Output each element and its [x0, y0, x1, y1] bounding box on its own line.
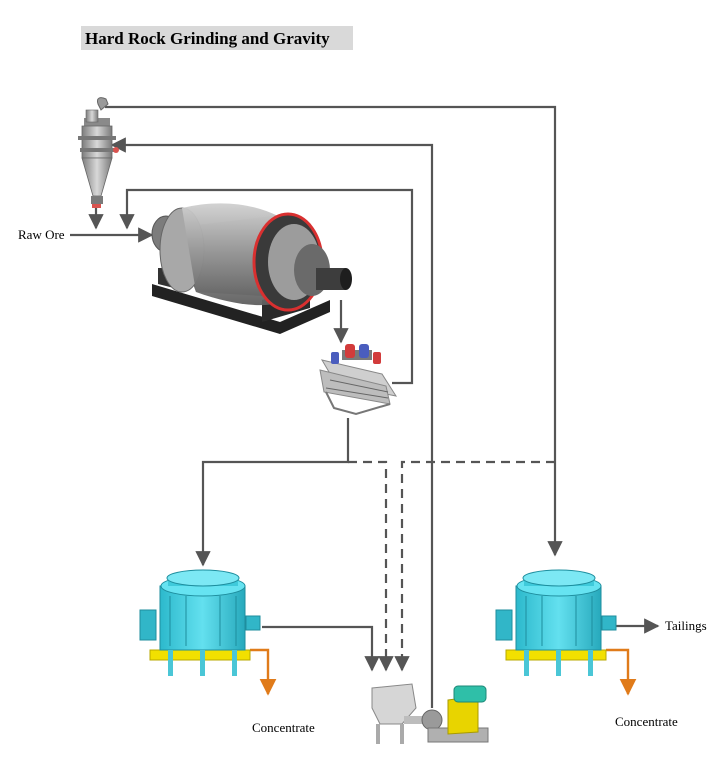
bypass-lines — [348, 460, 555, 672]
bypass-line-1 — [348, 460, 394, 672]
ball-mill-icon — [151, 203, 352, 334]
centrifugal-concentrator-icon-left — [139, 569, 261, 676]
pump-icon — [371, 683, 489, 744]
flow-lines — [70, 105, 660, 708]
page-title: Hard Rock Grinding and Gravity — [85, 29, 330, 48]
screen-recycle-line — [119, 188, 414, 385]
title-background — [81, 26, 353, 50]
concentrator-tails-line — [262, 625, 380, 672]
concentrate-lines — [250, 648, 637, 696]
centrifugal-concentrator-icon-right — [495, 569, 617, 676]
concentrate-line-left — [250, 648, 277, 696]
concentrate-label-left: Concentrate — [252, 720, 315, 735]
concentrate-label-right: Concentrate — [615, 714, 678, 729]
raw-ore-label: Raw Ore — [18, 227, 65, 242]
tailings-label: Tailings — [665, 618, 707, 633]
pump-return-line — [110, 137, 434, 708]
hydrocyclone-icon — [78, 97, 119, 208]
concentrate-line-right — [606, 648, 637, 696]
cyclone-overflow-line — [105, 105, 563, 557]
bypass-line-2 — [394, 460, 555, 672]
vibrating-screen-icon — [319, 344, 398, 416]
screen-undersize-line — [195, 418, 350, 567]
